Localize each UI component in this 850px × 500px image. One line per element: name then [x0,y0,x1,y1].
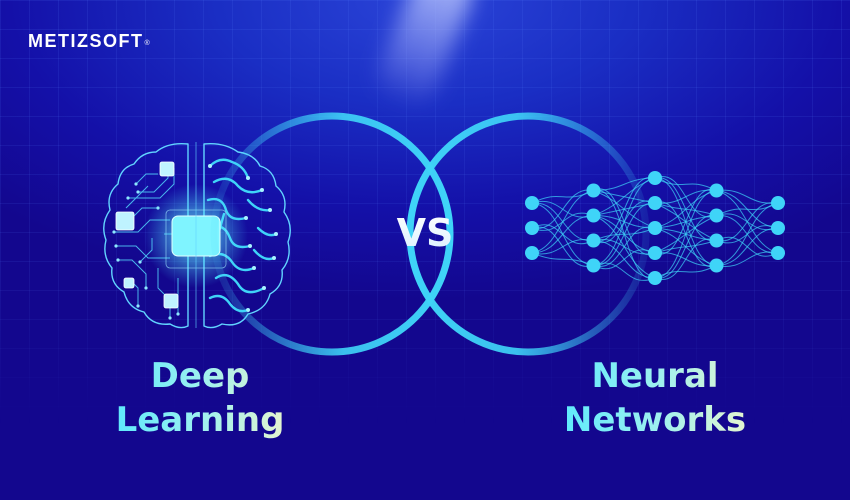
metizsoft-logo: METIZSOFT® [28,31,150,52]
network-connection [531,189,594,229]
registered-mark: ® [144,40,150,47]
network-node [771,246,785,260]
ring-right [406,112,650,356]
network-node [648,196,662,210]
network-node [586,233,601,248]
network-node [771,221,785,235]
network-node [586,258,601,273]
network-connection [531,239,594,255]
network-connection [531,252,594,266]
title-line-2: Networks [563,400,747,440]
network-node [709,183,724,198]
circuit-brain-icon [103,142,291,329]
chip [159,161,175,177]
network-connection [716,227,779,266]
network-connection [531,190,594,254]
brain-left-hemisphere [103,142,189,329]
network-connection [654,189,717,204]
title-line-1: Neural [591,356,719,396]
neural-networks-title: Neural Networks [540,354,770,442]
network-node [525,221,539,235]
brain-right-hemisphere [203,142,291,329]
logo-text: METIZSOFT [28,31,144,51]
network-node [525,246,539,260]
network-connection [654,188,717,255]
network-connection [593,202,656,267]
network-connection [593,177,656,191]
network-connection [716,202,779,266]
network-connection [593,262,656,281]
network-node [648,271,662,285]
network-node [586,183,601,198]
network-connections [531,175,779,281]
vs-label: VS [385,210,465,256]
network-connection [531,215,594,254]
intersecting-rings [210,112,650,356]
network-connection [654,238,717,281]
network-connection [593,177,656,216]
network-node [648,221,662,235]
network-connection [716,251,779,267]
network-connection [654,177,717,191]
network-node [586,208,601,223]
chip [163,293,179,309]
network-node [648,246,662,260]
network-connection [654,265,717,279]
network-node [771,196,785,210]
network-node [648,171,662,185]
neural-network-diagram [525,171,785,285]
ring-left [210,112,454,356]
network-connection [716,202,779,242]
network-connection [593,177,656,266]
network-node [709,258,724,273]
network-node [525,196,539,210]
network-connection [654,214,717,279]
chip [115,211,135,231]
deep-learning-title: Deep Learning [95,354,305,442]
network-node [709,208,724,223]
chip [123,277,135,289]
network-connection [593,226,656,267]
title-line-2: Learning [115,400,285,440]
title-line-1: Deep [150,356,250,396]
network-node [709,233,724,248]
network-connection [716,189,779,204]
network-connection [593,249,656,270]
